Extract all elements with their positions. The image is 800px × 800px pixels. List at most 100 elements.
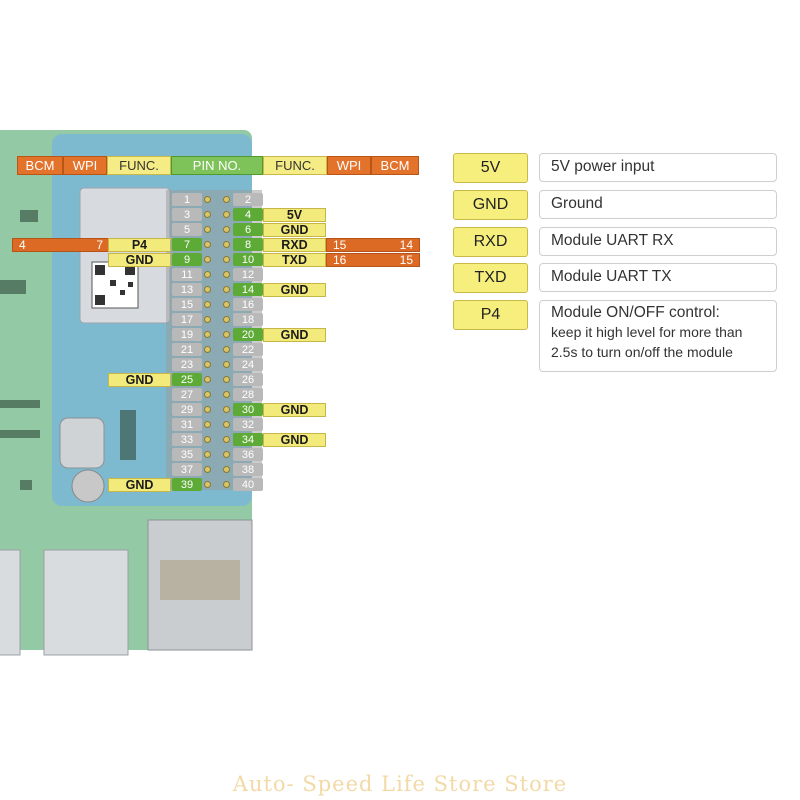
pin-dot: [223, 361, 230, 368]
header-bcm-left: BCM: [17, 156, 63, 175]
pin-7: 7: [172, 238, 202, 251]
pin-27: 27: [172, 388, 202, 401]
pin-39: 39: [172, 478, 202, 491]
gnd-callout-pin39: GND: [108, 478, 171, 492]
pin-dot: [204, 436, 211, 443]
pin-dot: [223, 271, 230, 278]
row10-bcm: 15: [399, 253, 413, 267]
gnd-callout-pin30: GND: [263, 403, 326, 417]
pin-dot: [223, 331, 230, 338]
legend-desc-5v: 5V power input: [539, 153, 777, 182]
pin-dot: [204, 331, 211, 338]
pin-13: 13: [172, 283, 202, 296]
pin-6: 6: [233, 223, 263, 236]
header-wpi-left: WPI: [63, 156, 107, 175]
gnd-callout-pin14: GND: [263, 283, 326, 297]
pin-37: 37: [172, 463, 202, 476]
pin-2: 2: [233, 193, 263, 206]
pin-22: 22: [233, 343, 263, 356]
header-wpi-right: WPI: [327, 156, 371, 175]
pin-dot: [204, 361, 211, 368]
pin-dot: [204, 391, 211, 398]
pin-dot: [223, 226, 230, 233]
pin-4: 4: [233, 208, 263, 221]
pin-3: 3: [172, 208, 202, 221]
header-bcm-right: BCM: [371, 156, 419, 175]
gnd-callout-pin9: GND: [108, 253, 171, 267]
pin-18: 18: [233, 313, 263, 326]
legend-p4-title: Module ON/OFF control:: [551, 304, 720, 321]
pin-29: 29: [172, 403, 202, 416]
legend-p4-line2: 2.5s to turn on/off the module: [551, 344, 733, 360]
usb-port-1: [43, 549, 129, 656]
gnd-callout-pin20: GND: [263, 328, 326, 342]
pin-1: 1: [172, 193, 202, 206]
pin-9: 9: [172, 253, 202, 266]
pin-dot: [223, 256, 230, 263]
pin-dot: [204, 286, 211, 293]
pin-14: 14: [233, 283, 263, 296]
header-func-left: FUNC.: [107, 156, 171, 175]
legend-key-5v: 5V: [453, 153, 528, 183]
pin-15: 15: [172, 298, 202, 311]
pin-23: 23: [172, 358, 202, 371]
pin-38: 38: [233, 463, 263, 476]
pin-dot: [223, 451, 230, 458]
header-func-right: FUNC.: [263, 156, 327, 175]
pin-10: 10: [233, 253, 263, 266]
pin-dot: [223, 436, 230, 443]
pin-dot: [204, 301, 211, 308]
legend-desc-txd: Module UART TX: [539, 263, 777, 292]
pin-dot: [223, 241, 230, 248]
pin-dot: [204, 481, 211, 488]
legend-desc-gnd: Ground: [539, 190, 777, 219]
gnd-callout-pin6: GND: [263, 223, 326, 237]
pin-dot: [223, 406, 230, 413]
pin-30: 30: [233, 403, 263, 416]
pin-dot: [204, 451, 211, 458]
pin-19: 19: [172, 328, 202, 341]
legend-key-gnd: GND: [453, 190, 528, 220]
pin-11: 11: [172, 268, 202, 281]
gnd-callout-pin25: GND: [108, 373, 171, 387]
watermark: Auto- Speed Life Store Store: [232, 772, 568, 796]
pin-33: 33: [172, 433, 202, 446]
rxd-callout: RXD: [263, 238, 326, 252]
pin-dot: [204, 406, 211, 413]
gnd-callout-pin34: GND: [263, 433, 326, 447]
pin-8: 8: [233, 238, 263, 251]
row8-bcm: 14: [399, 238, 413, 252]
pin-17: 17: [172, 313, 202, 326]
pin-dot: [204, 466, 211, 473]
ethernet-label: [160, 560, 240, 600]
pin-12: 12: [233, 268, 263, 281]
pin-dot: [223, 466, 230, 473]
pin-dot: [204, 211, 211, 218]
pin-dot: [204, 271, 211, 278]
pin-dot: [223, 346, 230, 353]
row10-wpi: 16: [333, 253, 347, 267]
pin-31: 31: [172, 418, 202, 431]
pin-16: 16: [233, 298, 263, 311]
pin-dot: [223, 211, 230, 218]
legend-desc-p4: Module ON/OFF control: keep it high leve…: [539, 300, 777, 372]
header-pin-no: PIN NO.: [171, 156, 263, 175]
qr-pattern: [95, 265, 135, 305]
5v-callout: 5V: [263, 208, 326, 222]
pin-dot: [204, 196, 211, 203]
row7-wpi: 7: [96, 238, 103, 252]
components: [0, 210, 136, 490]
pin-dot: [223, 481, 230, 488]
pin-25: 25: [172, 373, 202, 386]
mount-hole: [71, 469, 105, 503]
txd-callout: TXD: [263, 253, 326, 267]
pin-dot: [204, 256, 211, 263]
pin-dot: [223, 316, 230, 323]
pin-dot: [223, 376, 230, 383]
row7-bcm: 4: [19, 238, 26, 252]
pin-20: 20: [233, 328, 263, 341]
pin-40: 40: [233, 478, 263, 491]
usb-c-port: [59, 417, 105, 469]
pin-dot: [223, 391, 230, 398]
